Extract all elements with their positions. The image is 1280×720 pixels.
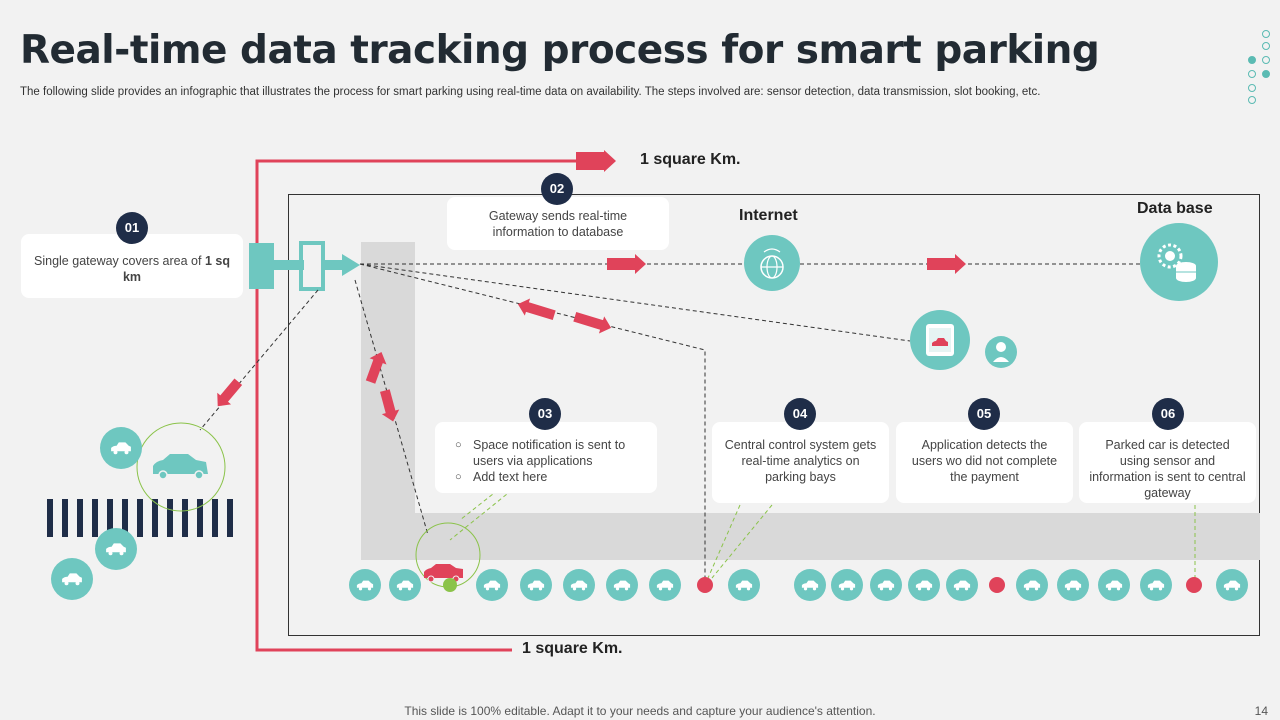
car-icon (794, 569, 826, 601)
page-subtitle: The following slide provides an infograp… (20, 86, 1041, 98)
tablet-app-icon (910, 310, 970, 370)
car-icon (349, 569, 381, 601)
car-icon (870, 569, 902, 601)
car-icon (136, 422, 226, 512)
car-icon (1140, 569, 1172, 601)
step-03-box: Space notification is sent to users via … (435, 422, 657, 493)
signal-lines (199, 263, 1140, 582)
database-label: Data base (1137, 200, 1213, 217)
car-icon (1016, 569, 1048, 601)
gateway-icon (249, 241, 360, 291)
car-icon (51, 558, 93, 600)
parking-bays (349, 569, 1248, 601)
step-03-badge: 03 (529, 398, 561, 430)
car-icon (946, 569, 978, 601)
database-gear-icon (1140, 223, 1218, 301)
step-01-bold: 1 sq km (122, 254, 230, 284)
step-05-badge: 05 (968, 398, 1000, 430)
car-icon (520, 569, 552, 601)
parking-lot-border (288, 194, 1260, 636)
step-05-text: Application detects the users wo did not… (911, 438, 1058, 484)
step-06-badge: 06 (1152, 398, 1184, 430)
car-icon (649, 569, 681, 601)
step-06-box: Parked car is detected using sensor and … (1079, 422, 1256, 503)
arrow-right-icon (576, 150, 616, 172)
step-05-box: Application detects the users wo did not… (896, 422, 1073, 503)
car-icon (908, 569, 940, 601)
step-02-box: Gateway sends real-time information to d… (447, 197, 669, 250)
arrow-right-icon (607, 254, 646, 274)
sensor-links (449, 489, 1196, 579)
car-icon (1098, 569, 1130, 601)
step-04-text: Central control system gets real-time an… (724, 438, 877, 484)
car-icon (831, 569, 863, 601)
car-icon (1216, 569, 1248, 601)
sensor-icon (1186, 577, 1202, 593)
arrow-right-icon (927, 254, 966, 274)
car-icon (415, 522, 481, 592)
footer-note: This slide is 100% editable. Adapt it to… (404, 704, 876, 718)
step-01-box: Single gateway covers area of 1 sq km (21, 234, 243, 298)
car-icon (606, 569, 638, 601)
step-01-badge: 01 (116, 212, 148, 244)
area-boundary (255, 159, 590, 652)
step-03-bullet: Space notification is sent to users via … (449, 437, 647, 469)
car-icon (563, 569, 595, 601)
step-04-badge: 04 (784, 398, 816, 430)
step-02-badge: 02 (541, 173, 573, 205)
crosswalk (47, 499, 233, 537)
person-icon (985, 336, 1017, 368)
car-icon (389, 569, 421, 601)
step-06-text: Parked car is detected using sensor and … (1089, 438, 1246, 500)
car-icon (728, 569, 760, 601)
internet-label: Internet (739, 207, 798, 224)
step-01-text: Single gateway covers area of (34, 254, 205, 268)
data-flow-arrows (217, 254, 966, 422)
car-icon (476, 569, 508, 601)
area-label-top: 1 square Km. (640, 151, 741, 168)
area-label-bottom: 1 square Km. (522, 640, 623, 657)
page-number: 14 (1254, 704, 1268, 718)
step-02-text: Gateway sends real-time information to d… (488, 209, 628, 239)
step-03-bullet: Add text here (449, 469, 647, 485)
road-horizontal (415, 513, 1260, 560)
sensor-icon (697, 577, 713, 593)
page-title: Real-time data tracking process for smar… (20, 28, 1100, 73)
step-04-box: Central control system gets real-time an… (712, 422, 889, 503)
globe-icon (744, 235, 800, 291)
car-icon (100, 427, 142, 469)
car-icon (95, 528, 137, 570)
car-icon (1057, 569, 1089, 601)
sensor-icon (989, 577, 1005, 593)
